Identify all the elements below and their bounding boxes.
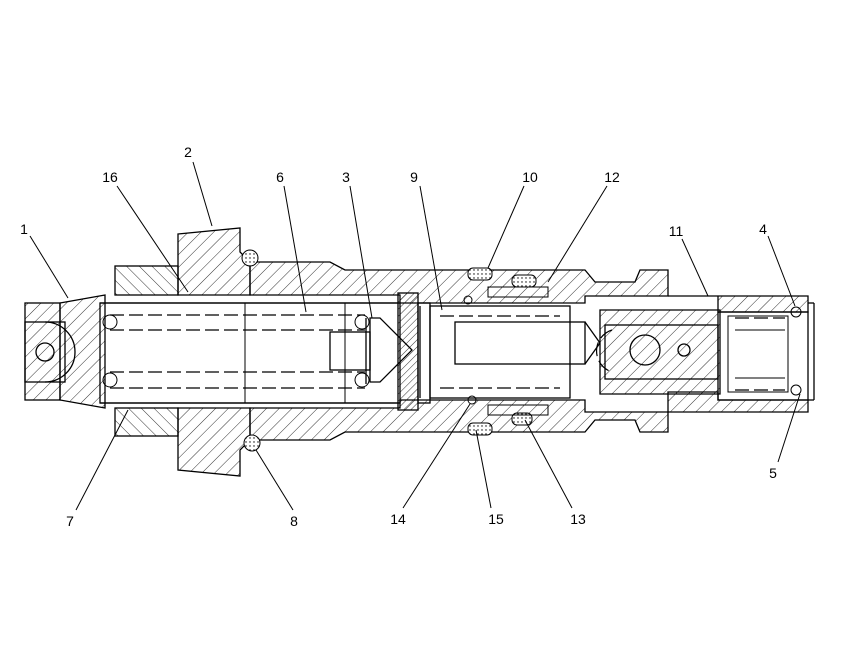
leader-13: [524, 419, 573, 509]
callout-16: 16: [102, 169, 118, 185]
callout-2: 2: [184, 144, 192, 160]
callout-9: 9: [410, 169, 418, 185]
callout-5: 5: [769, 465, 777, 481]
seal-upper-nut: [241, 249, 259, 267]
callout-10: 10: [522, 169, 538, 185]
piston-part: [419, 305, 601, 399]
callout-13: 13: [570, 511, 586, 527]
backup-rings: [487, 286, 549, 416]
leader-2: [192, 161, 213, 227]
seat-block: [397, 292, 431, 411]
leader-15: [475, 429, 492, 509]
seals: [241, 249, 802, 452]
callout-15: 15: [488, 511, 504, 527]
leader-1: [29, 235, 69, 299]
leader-8: [255, 449, 294, 511]
callout-14: 14: [390, 511, 406, 527]
spring-part: [102, 314, 370, 389]
callout-8: 8: [290, 513, 298, 529]
leader-7: [75, 409, 129, 511]
seal-14: [467, 395, 477, 405]
leader-6: [283, 185, 307, 313]
callout-3: 3: [342, 169, 350, 185]
right-internal-ports: [596, 324, 719, 380]
end-plug-part: [24, 294, 106, 409]
callout-labels: 1 2 3 4 5 6 7 8 9 10 11 12 13 14 15 16: [20, 144, 777, 529]
seal-12: [511, 274, 537, 288]
callout-12: 12: [604, 169, 620, 185]
seal-lower-nut: [243, 434, 261, 452]
seal-15: [467, 422, 493, 436]
callout-4: 4: [759, 221, 767, 237]
callout-11: 11: [669, 223, 684, 239]
leader-10: [487, 185, 525, 269]
leader-lines: [29, 161, 801, 511]
seal-13: [511, 412, 533, 426]
leader-16: [116, 185, 189, 293]
leader-11: [681, 238, 709, 297]
leader-9: [419, 185, 443, 311]
leader-4: [767, 235, 796, 307]
leader-3: [349, 185, 373, 319]
poppet-part: [329, 317, 413, 384]
seal-10: [467, 267, 493, 281]
callout-1: 1: [20, 221, 28, 237]
right-filter-screen: [717, 302, 815, 401]
leader-5: [777, 393, 801, 463]
callout-6: 6: [276, 169, 284, 185]
leader-12: [547, 185, 608, 283]
seal-5: [790, 384, 802, 396]
seal-upper-small: [463, 295, 473, 305]
callout-7: 7: [66, 513, 74, 529]
seal-4: [790, 306, 802, 318]
leader-14: [402, 403, 471, 509]
nut-part: [114, 227, 251, 477]
